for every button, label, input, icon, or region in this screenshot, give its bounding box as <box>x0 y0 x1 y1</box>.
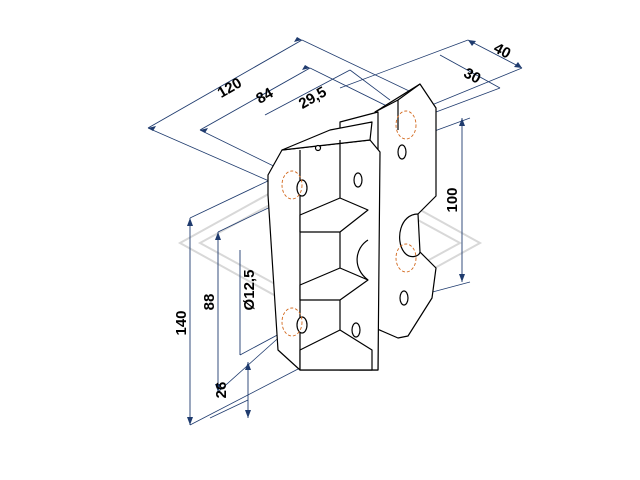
hole-front-bottom <box>296 316 308 334</box>
label-depth: 40 <box>491 40 514 63</box>
shelf-upper <box>299 197 369 233</box>
label-height-overall: 140 <box>173 310 190 335</box>
label-offset: 29,5 <box>296 83 330 112</box>
dim-line-40 <box>467 39 523 69</box>
dim-line-84 <box>199 67 311 131</box>
arrow-120-left <box>148 126 156 131</box>
arrow-84-left <box>200 128 208 133</box>
gusset-bottom <box>299 329 373 371</box>
small-hole-top <box>314 144 322 152</box>
hidden-hole-flange-top <box>395 110 417 140</box>
bracket-body <box>267 111 381 371</box>
body-front-face <box>267 139 381 371</box>
dim-line-30 <box>439 54 501 89</box>
ext-line-120-right <box>301 39 429 101</box>
arrow-88-top <box>215 232 221 240</box>
flange-notch <box>399 213 421 258</box>
ext-line-29-5 <box>349 69 391 101</box>
label-flange-hole-spacing: 100 <box>444 187 461 212</box>
arrow-120-right <box>294 37 302 42</box>
arrow-84-right <box>302 65 310 70</box>
rear-flange-plate <box>374 83 437 339</box>
label-depth-inner: 30 <box>461 65 484 88</box>
shelf-lower <box>299 267 369 301</box>
ext-line-120-left <box>147 127 286 189</box>
hole-flange-bottom <box>399 290 409 306</box>
flange-face <box>374 83 437 339</box>
arrow-40-left <box>468 40 476 46</box>
label-height-hole-spacing: 88 <box>201 294 218 311</box>
ext-line-40-left <box>339 39 469 89</box>
hidden-hole-front-bottom <box>281 307 303 337</box>
arrow-26-bottom <box>245 410 251 418</box>
arrow-140-top <box>187 218 193 226</box>
hidden-hole-front-top <box>281 170 303 200</box>
arrow-26-top <box>245 362 251 370</box>
hole-flange-top <box>397 144 407 160</box>
dim-line-29-5 <box>264 69 351 116</box>
body-curve <box>356 239 369 281</box>
arrow-40-right <box>514 62 522 68</box>
arrow-100-top <box>459 118 465 126</box>
label-edge-offset: 26 <box>213 382 230 399</box>
hole-front-top <box>296 179 308 197</box>
arrow-88-bottom <box>215 384 221 392</box>
hidden-hole-flange-mid <box>395 243 417 273</box>
label-hole-diameter: Ø12,5 <box>241 270 258 311</box>
dimension-arrows <box>148 37 522 425</box>
ext-line-140-bottom <box>189 367 301 426</box>
arrow-140-bottom <box>187 417 193 425</box>
mounting-holes <box>281 110 417 338</box>
dimension-lines <box>147 37 523 426</box>
hole-side-top <box>353 172 363 188</box>
dim-line-120 <box>147 39 303 129</box>
label-width-overall: 120 <box>215 74 245 101</box>
arrow-100-bottom <box>459 274 465 282</box>
ext-line-140-top <box>189 179 271 219</box>
flange-edge <box>374 83 421 130</box>
ext-line-88-bottom <box>217 331 286 393</box>
hole-side-bottom <box>351 322 361 338</box>
label-width-hole-spacing: 84 <box>253 84 277 107</box>
ext-line-26 <box>209 399 249 419</box>
body-top-face <box>281 121 373 151</box>
